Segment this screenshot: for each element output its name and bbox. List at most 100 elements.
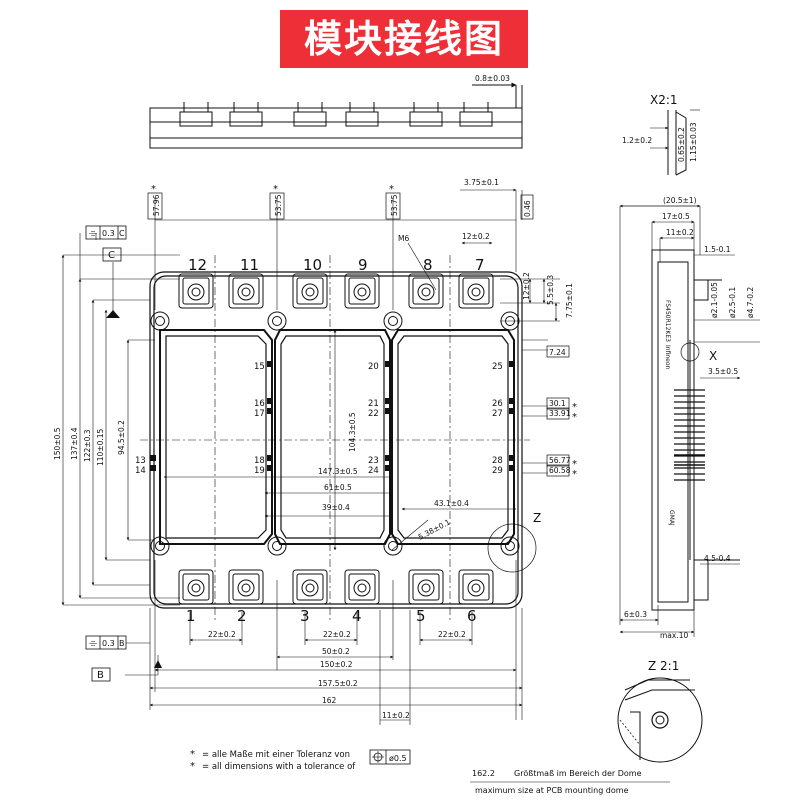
svg-text:*: * — [572, 402, 577, 413]
dim-57-96: 57.96 — [152, 194, 161, 216]
note-dome-english: maximum size at PCB mounting dome — [475, 786, 629, 795]
svg-text:*: * — [572, 459, 577, 470]
signal-pins — [150, 361, 515, 471]
elevation-terminal — [179, 111, 213, 127]
dim-4-7: ø4.7-0.2 — [746, 287, 755, 318]
dim-22c: 22±0.2 — [438, 630, 466, 639]
signal-pin — [509, 465, 515, 471]
pin-label-27: 27 — [492, 409, 503, 419]
dim-2-1: ø2.1-0.05 — [710, 282, 719, 318]
svg-text:⌯: ⌯ — [89, 638, 97, 649]
dim-3-5: 3.5±0.5 — [708, 367, 738, 376]
note-german: = alle Maße mit einer Toleranz von — [202, 750, 350, 760]
signal-pin — [267, 455, 273, 461]
mounting-hole — [150, 311, 170, 331]
dim-22b: 22±0.2 — [323, 630, 351, 639]
power-terminal-top — [344, 273, 380, 309]
pin-label-1: 1 — [186, 607, 196, 625]
dim-60-58: 60.58 — [549, 466, 571, 475]
pin-label-9: 9 — [358, 256, 368, 274]
power-terminal-top — [408, 273, 444, 309]
signal-pin-labels: 13 14 15 16 17 18 19 20 21 22 23 24 25 2… — [135, 362, 503, 476]
dim-94-5: 94.5±0.2 — [117, 420, 126, 455]
marker-x: X — [680, 342, 717, 363]
signal-pin — [385, 398, 391, 404]
detail-z-view: Z 2:1 — [617, 659, 703, 763]
svg-text:*: * — [572, 412, 577, 423]
elevation-terminal — [409, 111, 443, 127]
signal-pin — [267, 465, 273, 471]
signal-pin — [267, 408, 273, 414]
pin-label-10: 10 — [303, 256, 322, 274]
svg-text:Z: Z — [533, 511, 541, 525]
signal-pin — [267, 361, 273, 367]
dim-7-24: 7.24 — [549, 348, 566, 357]
position-tolerance: ø0.5 — [389, 754, 407, 763]
dim-147-3: 147.3±0.5 — [318, 467, 358, 476]
detail-x-title: X2:1 — [650, 93, 678, 107]
mounting-hole — [267, 536, 287, 556]
power-terminal-top — [228, 273, 264, 309]
title-banner: 模块接线图 — [280, 10, 528, 68]
dim-1-15: 1.15±0.03 — [689, 122, 698, 162]
terminal-row-bottom — [178, 569, 494, 605]
datum-c-box: C — [102, 247, 122, 262]
mounting-hole — [500, 536, 520, 556]
side-brand: Infineon — [664, 345, 671, 370]
svg-text:⌯: ⌯ — [89, 228, 97, 239]
datum-triangle-b — [154, 660, 162, 668]
signal-pin — [150, 455, 156, 461]
mounting-hole — [383, 311, 403, 331]
top-boxed-dims — [147, 192, 534, 220]
terminal-row-top — [178, 273, 494, 309]
pin-label-16: 16 — [254, 399, 265, 409]
dim-12-side: 12±0.2 — [522, 272, 531, 300]
pin-label-23: 23 — [368, 456, 379, 466]
pin-label-12: 12 — [188, 256, 207, 274]
power-terminal-bottom — [228, 569, 264, 605]
bottom-dim-texts: 147.3±0.5 61±0.5 39±0.4 43.1±0.4 5.38±0.… — [208, 467, 469, 720]
dim-39: 39±0.4 — [322, 503, 350, 512]
signal-pin — [509, 361, 515, 367]
pin-label-26: 26 — [492, 399, 503, 409]
signal-pin — [385, 408, 391, 414]
dim-2-5: ø2.5-0.1 — [728, 287, 737, 318]
mounting-hole — [383, 536, 403, 556]
dim-30-1: 30.1 — [549, 399, 566, 408]
plan-view-outline — [149, 271, 523, 609]
svg-text:*: * — [190, 761, 195, 772]
signal-pin — [385, 455, 391, 461]
dim-max10: max.10 — [660, 631, 688, 640]
signal-pin — [385, 361, 391, 367]
mounting-hole — [150, 536, 170, 556]
flatness-b-value: 0.3 — [102, 639, 115, 648]
dim-3-75: 3.75±0.1 — [464, 178, 499, 187]
svg-text:*: * — [190, 749, 195, 760]
pin-label-5: 5 — [416, 607, 426, 625]
side-code: GMAJ — [668, 510, 675, 526]
dim-11s: 11±0.2 — [666, 228, 694, 237]
pin-label-25: 25 — [492, 362, 503, 372]
dim-33-91: 33.91 — [549, 409, 571, 418]
dim-1-2: 1.2±0.2 — [622, 136, 652, 145]
datum-triangle-c — [106, 310, 120, 318]
dimension-lines — [61, 188, 560, 725]
side-view-dims: (20.5±1) 17±0.5 11±0.2 1.5-0.1 ø2.1-0.05… — [624, 196, 755, 640]
pin-label-21: 21 — [368, 399, 379, 409]
power-terminal-bottom — [178, 569, 214, 605]
label-m6: M6 — [398, 234, 409, 243]
signal-pin — [385, 465, 391, 471]
signal-pin — [509, 408, 515, 414]
flatness-frame-c: ⌯ 0.3 C — [85, 225, 127, 240]
dim-53-75b: 53.75 — [390, 194, 399, 216]
flatness-frame-b: ⌯ 0.3 B — [85, 635, 127, 650]
dim-122: 122±0.3 — [83, 429, 92, 462]
drawing-title: 模块接线图 — [303, 17, 504, 61]
dim-50: 50±0.2 — [322, 647, 350, 656]
dim-7-75: 7.75±0.1 — [565, 283, 574, 318]
pin-label-13: 13 — [135, 456, 146, 466]
power-pin-labels-top: 12 11 10 9 8 7 — [188, 256, 485, 274]
svg-text:B: B — [97, 670, 104, 681]
dim-6: 6±0.3 — [624, 610, 647, 619]
